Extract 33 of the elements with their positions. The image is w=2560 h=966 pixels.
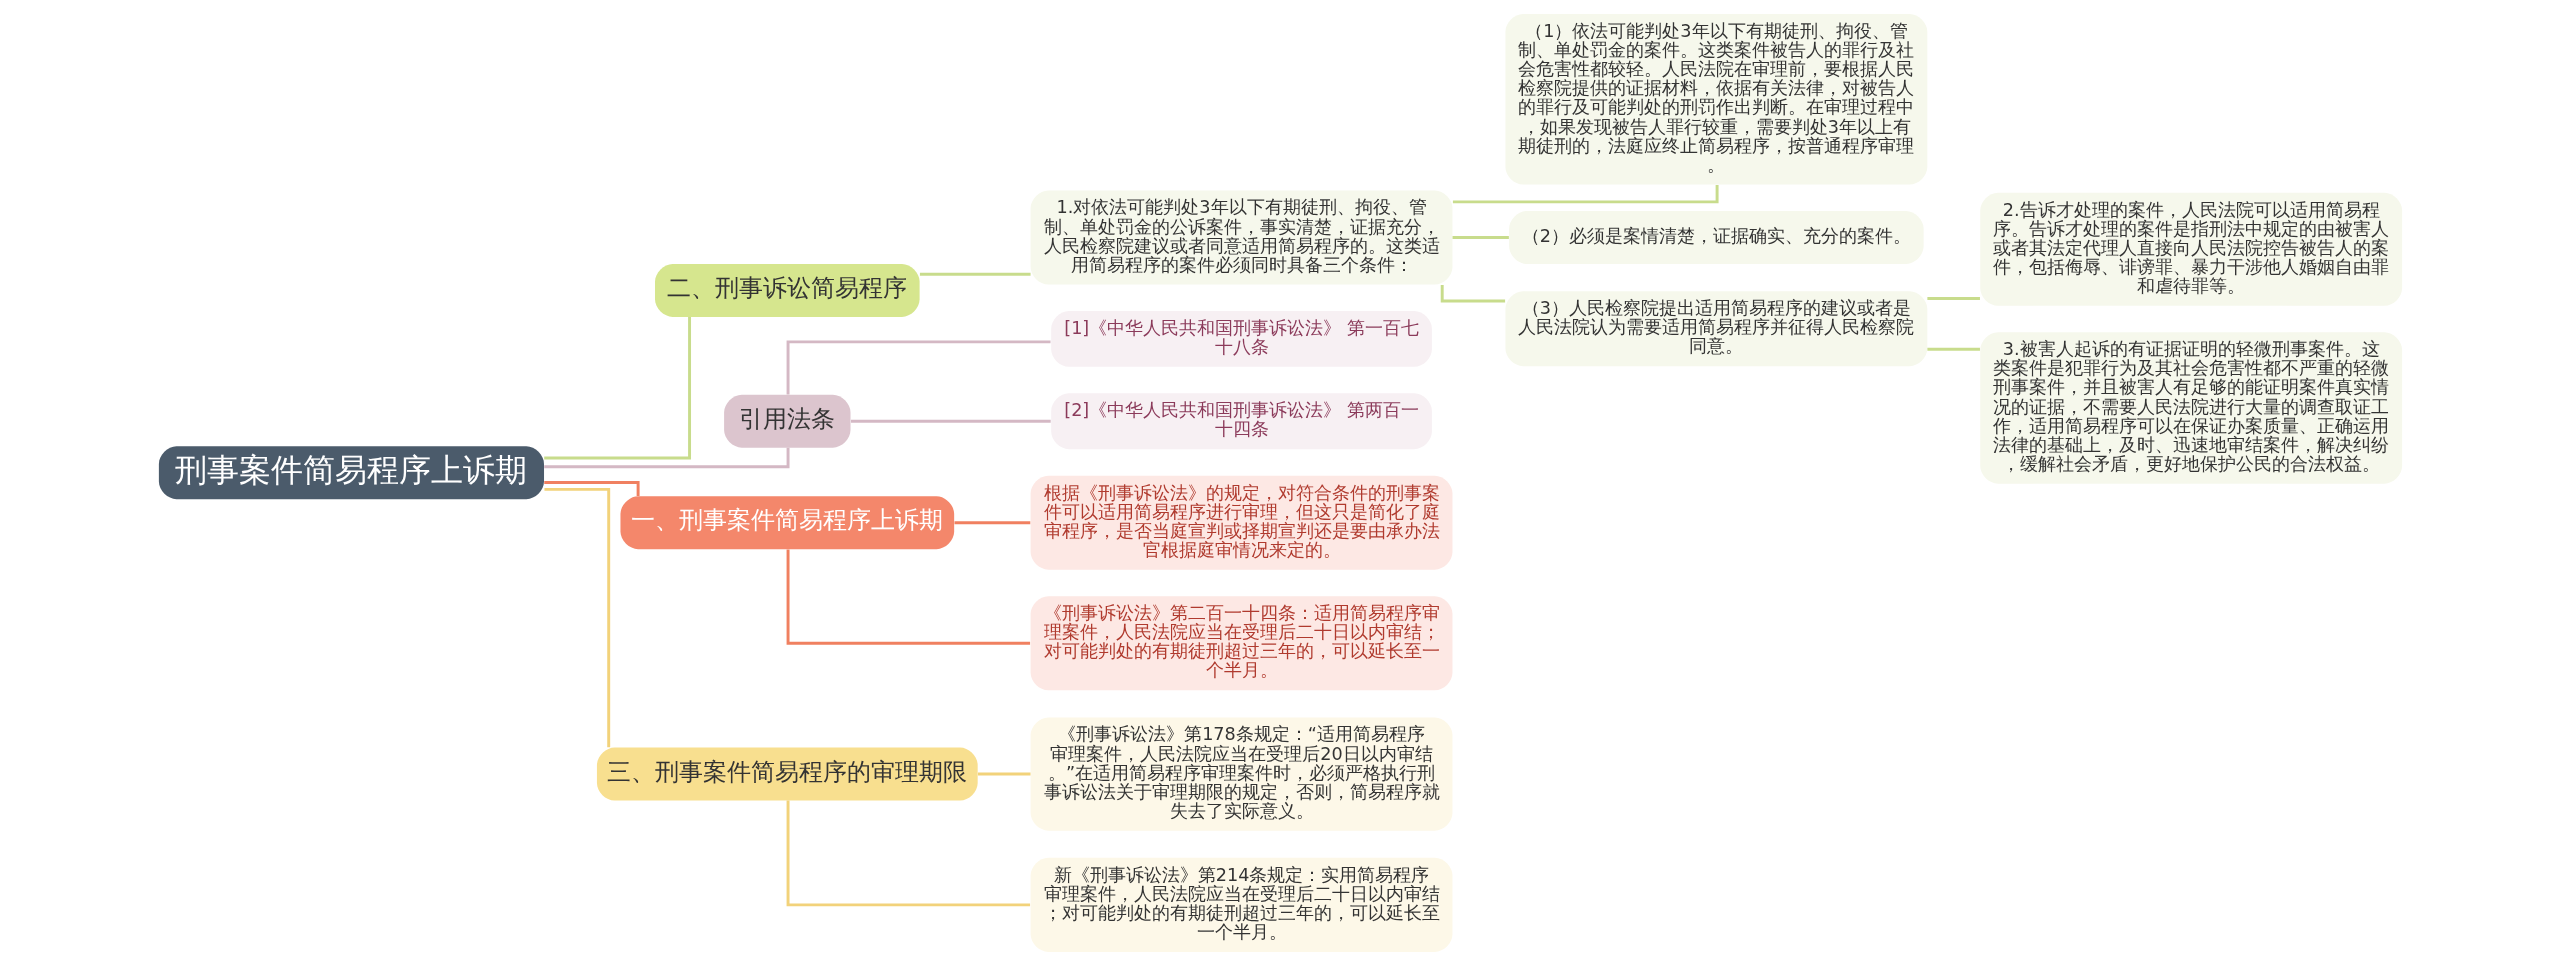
node-box: 1.对依法可能判处3年以下有期徒刑、拘役、管制、单处罚金的公诉案件，事实清楚，证据充分，人民检察院建议或者同意适用简易程序的。这类适用简易程序的案件必须同时具备三个条件： <box>1030 190 1452 285</box>
node-box: 二、刑事诉讼简易程序 <box>654 263 920 317</box>
connector <box>919 272 1031 276</box>
node-box: 刑事案件简易程序上诉期 <box>158 446 544 500</box>
node-box: [2]《中华人民共和国刑事诉讼法》 第两百一十四条 <box>1050 393 1432 450</box>
node-box: （2）必须是案情清楚，证据确实、充分的案件。 <box>1508 211 1924 264</box>
connector <box>543 481 640 497</box>
node-box: 三、刑事案件简易程序的审理期限 <box>596 747 978 801</box>
connector <box>543 487 610 748</box>
node-box: [1]《中华人民共和国刑事诉讼法》 第一百七十八条 <box>1050 311 1432 367</box>
connector <box>786 800 1030 907</box>
connector <box>1440 285 1505 303</box>
connector <box>786 549 1030 645</box>
node-box: 根据《刑事诉讼法》的规定，对符合条件的刑事案件可以适用简易程序进行审理，但这只是简化了庭审程序，是否当庭宣判或择期宣判还是要由承办法官根据庭审情况来定的。 <box>1030 475 1452 570</box>
connector <box>1452 236 1509 239</box>
node-box: 3.被害人起诉的有证据证明的轻微刑事案件。这类案件是犯罪行为及其社会危害性都不严重的轻微刑事案件，并且被害人有足够的能证明案件真实情况的证据，不需要人民法院进行大量的调查取证工作，适用简易程序可以在保证办案质量、正确运用法律的基础上，及时、迅速地审结案件，解决纠纷，缓解社会矛盾，更好地保护公民的合法权益。 <box>1979 332 2402 484</box>
connector <box>977 772 1030 776</box>
connector <box>786 340 1051 395</box>
node-box: 一、刑事案件简易程序上诉期 <box>619 496 954 550</box>
node-box: 《刑事诉讼法》第178条规定：“适用简易程序审理案件，人民法院应当在受理后20日以内审结。”在适用简易程序审理案件时，必须严格执行刑事诉讼法关于审理期限的规定，否则，简易程序就失去了实际意义。 <box>1030 717 1452 831</box>
node-box: 新《刑事诉讼法》第214条规定：实用简易程序审理案件，人民法院应当在受理后二十日以内审结；对可能判处的有期徒刑超过三年的，可以延长至一个半月。 <box>1030 857 1452 952</box>
connector <box>543 447 789 469</box>
node-box: （1）依法可能判处3年以下有期徒刑、拘役、管制、单处罚金的案件。这类案件被告人的罪行及社会危害性都较轻。人民法院在审理前，要根据人民检察院提供的证据材料，依据有关法律，对被告人的罪行及可能判处的刑罚作出判断。在审理过程中，如果发现被告人罪行较重，需要判处3年以上有期徒刑的，法庭应终止简易程序，按普通程序审理。 <box>1504 14 1927 185</box>
node-box: 《刑事诉讼法》第二百一十四条：适用简易程序审理案件，人民法院应当在受理后二十日以内审结；对可能判处的有期徒刑超过三年的，可以延长至一个半月。 <box>1030 596 1452 691</box>
connector <box>1926 297 1980 300</box>
connector <box>954 521 1030 525</box>
connector <box>1452 184 1719 204</box>
connector <box>543 317 691 460</box>
connector <box>850 419 1051 423</box>
connector <box>1926 347 1980 351</box>
node-box: 引用法条 <box>723 394 850 448</box>
node-box: 2.告诉才处理的案件，人民法院可以适用简易程序。告诉才处理的案件是指刑法中规定的由被害人或者其法定代理人直接向人民法院控告被告人的案件，包括侮辱、诽谤罪、暴力干涉他人婚姻自由罪和虐待罪等。 <box>1979 192 2402 306</box>
node-box: （3）人民检察院提出适用简易程序的建议或者是人民法院认为需要适用简易程序并征得人民检察院同意。 <box>1504 291 1927 367</box>
